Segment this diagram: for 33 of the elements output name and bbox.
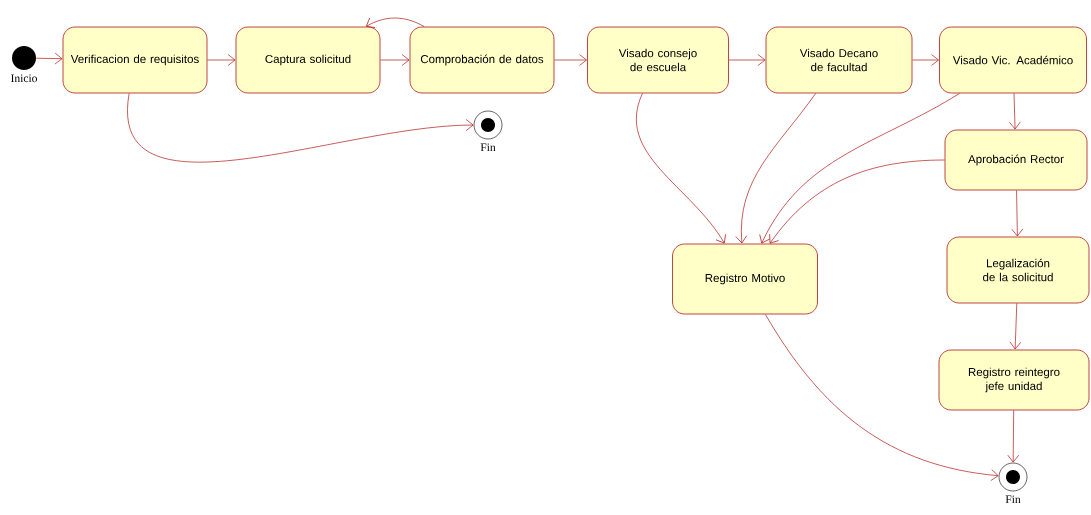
final-node [473, 110, 503, 140]
activity-box: Verificacion de requisitos [62, 26, 208, 94]
arrow [365, 17, 425, 28]
arrow [759, 93, 960, 244]
arrow [769, 159, 945, 244]
arrow [380, 54, 410, 66]
arrow [912, 54, 939, 66]
arrow [1007, 410, 1020, 463]
final-node [998, 462, 1028, 492]
arrow [207, 54, 236, 66]
activity-box: Visado Vic. Académico [939, 26, 1087, 94]
arrow [554, 54, 587, 66]
activity-box: Visado consejo de escuela [587, 26, 729, 94]
activity-box: Visado Decano de facultad [765, 26, 913, 94]
arrow [1009, 93, 1021, 130]
arrow [735, 93, 816, 244]
activity-box: Aprobación Rector [944, 129, 1088, 191]
arrow [636, 93, 726, 244]
activity-box: Comprobación de datos [409, 26, 555, 94]
arrow [728, 54, 766, 66]
activity-box: Registro reintegro jefe unidad [938, 349, 1090, 411]
node-label: Fin [480, 143, 496, 152]
initial-node [12, 46, 36, 70]
arrow [1009, 303, 1022, 350]
activity-box: Registro Motivo [672, 243, 818, 315]
activity-box: Legalización de la solicitud [946, 236, 1090, 304]
node-label: Fin [1005, 495, 1021, 504]
arrow [765, 314, 999, 481]
activity-box: Captura solicitud [235, 26, 381, 94]
arrow [128, 93, 474, 163]
arrow [35, 52, 63, 65]
arrow [1011, 190, 1024, 237]
node-label: Inicio [11, 74, 37, 83]
